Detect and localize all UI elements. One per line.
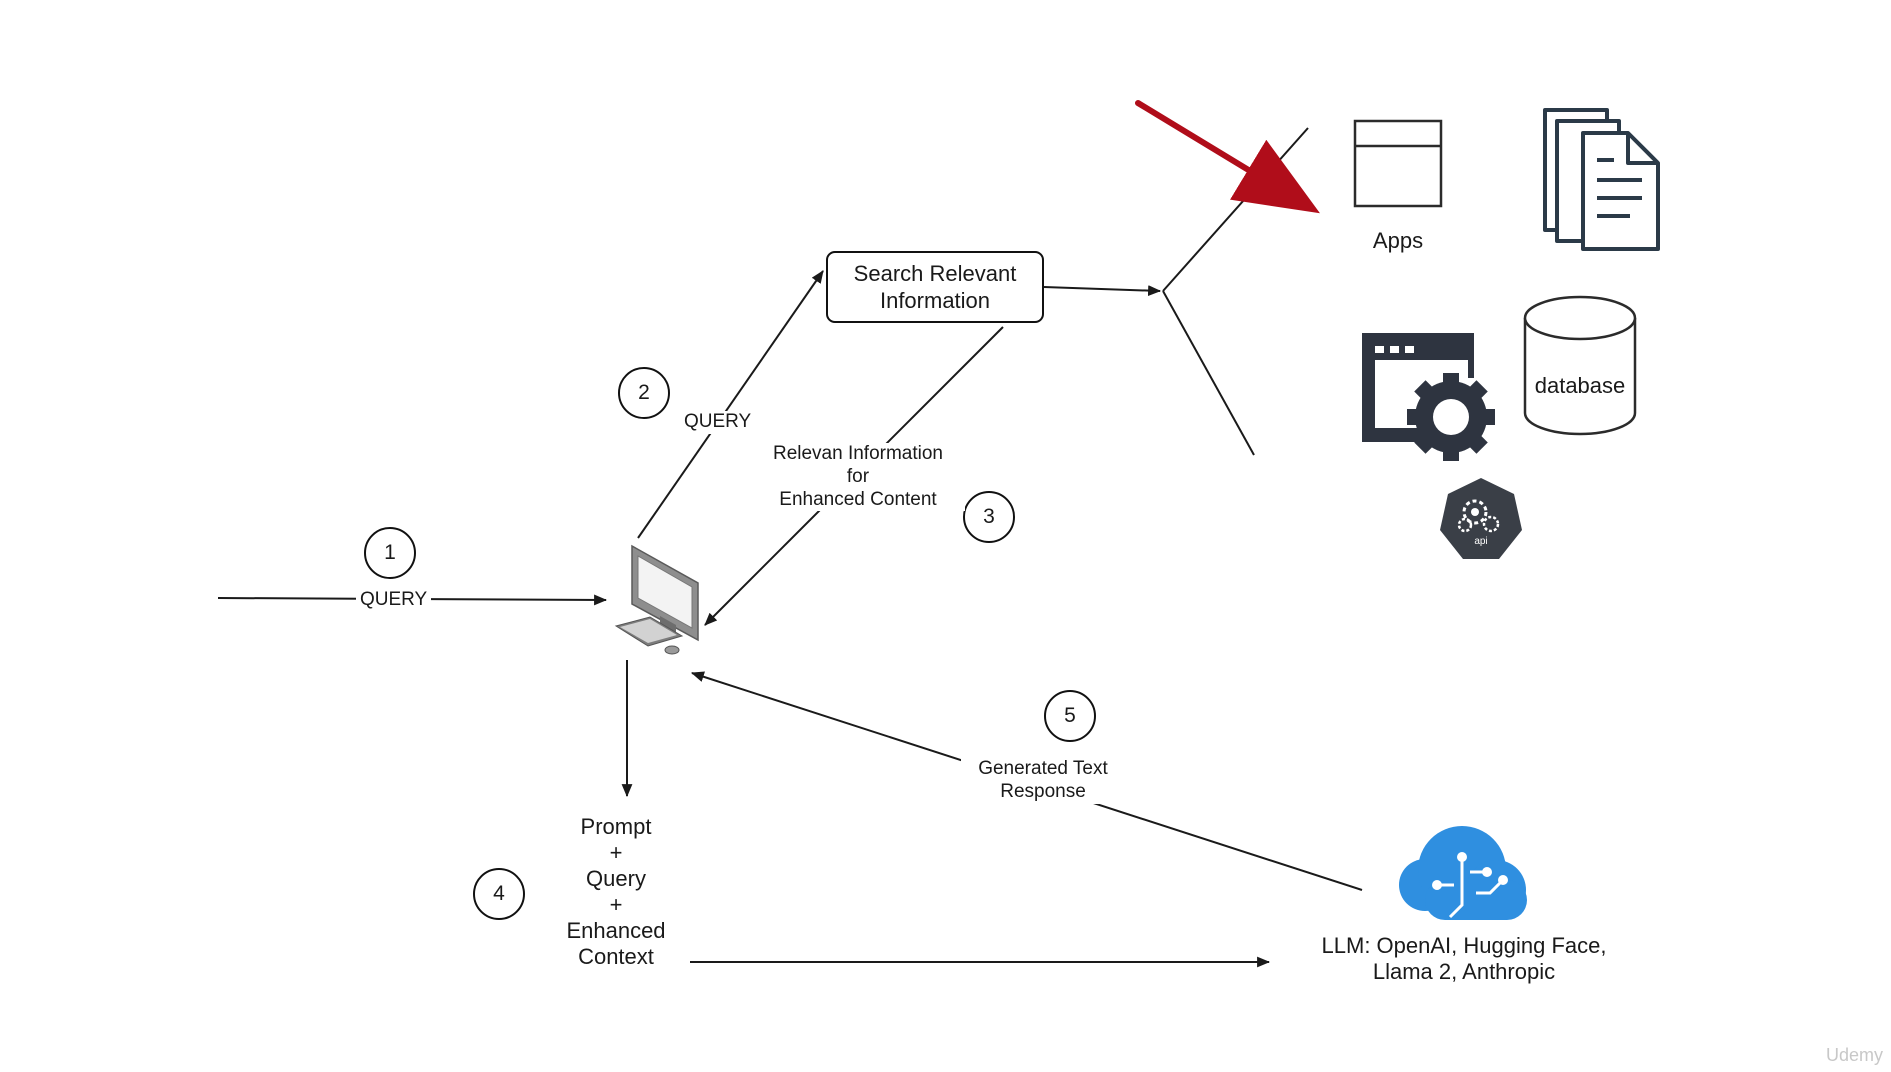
step-3-circle: 3 [963, 491, 1015, 543]
database-icon [1523, 295, 1637, 436]
api-icon-text: api [1474, 536, 1487, 547]
app-window-icon [1353, 119, 1443, 208]
step-2-number: 2 [638, 381, 650, 404]
step-1-circle: 1 [364, 527, 416, 579]
relevant-info-label: Relevan Information for Enhanced Content [751, 443, 965, 512]
highlight-arrow [1135, 100, 1320, 214]
settings-window-icon [1362, 333, 1495, 461]
apps-label: Apps [1372, 228, 1424, 253]
query-label-1: QUERY [356, 589, 432, 612]
source-branch-upper [1162, 127, 1309, 292]
database-label: database [1534, 373, 1626, 398]
api-icon: api [1440, 478, 1522, 559]
search-relevant-info-box: Search Relevant Information [826, 251, 1044, 323]
computer-icon [614, 544, 699, 655]
step-5-number: 5 [1064, 704, 1076, 727]
step-1-number: 1 [384, 541, 396, 564]
watermark: Udemy [1825, 1045, 1883, 1065]
search-box-label: Search Relevant Information [853, 260, 1017, 314]
step-3-number: 3 [983, 505, 995, 528]
step-4-circle: 4 [473, 868, 525, 920]
edge-search-to-sources [1043, 285, 1162, 297]
step-2-circle: 2 [618, 367, 670, 419]
step-4-number: 4 [493, 882, 505, 905]
documents-icon [1543, 108, 1660, 251]
llm-label: LLM: OpenAI, Hugging Face, Llama 2, Anth… [1321, 933, 1607, 984]
cloud-ai-icon [1399, 826, 1527, 920]
generated-response-label: Generated Text Response [961, 758, 1125, 804]
query-label-2: QUERY [680, 411, 756, 434]
prompt-query-context-label: Prompt + Query + Enhanced Context [566, 814, 666, 969]
edge-computer-to-search [637, 270, 824, 539]
step-5-circle: 5 [1044, 690, 1096, 742]
source-branch-lower [1162, 290, 1255, 456]
